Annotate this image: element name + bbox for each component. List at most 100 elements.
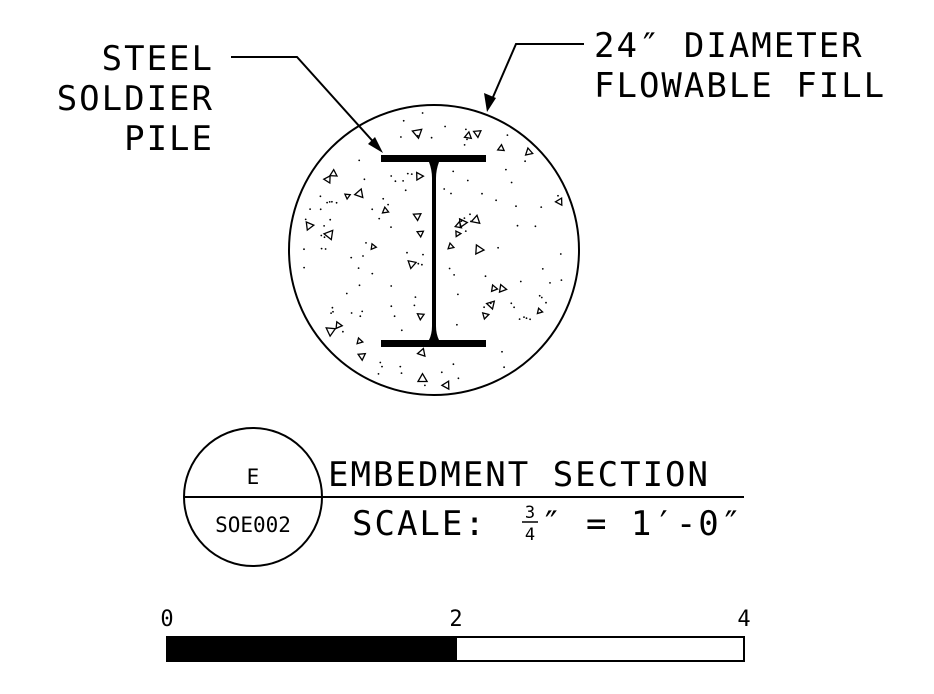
aggregate-dot-62 bbox=[323, 225, 325, 227]
aggregate-dot-87 bbox=[400, 136, 402, 138]
aggregate-triangle-27 bbox=[416, 312, 426, 322]
aggregate-triangle-20 bbox=[325, 327, 337, 338]
pile-label-line3: PILE bbox=[124, 119, 214, 159]
aggregate-dot-27 bbox=[371, 272, 374, 275]
pile-web bbox=[429, 162, 439, 340]
aggregate-dot-57 bbox=[328, 201, 331, 203]
top-flange bbox=[381, 155, 486, 162]
aggregate-dot-93 bbox=[463, 144, 466, 146]
aggregate-dot-5 bbox=[359, 315, 362, 318]
aggregate-triangle-14 bbox=[496, 143, 506, 152]
scale-ratio: ″ = 1′-0″ bbox=[541, 504, 743, 544]
aggregate-dot-22 bbox=[332, 310, 334, 313]
aggregate-triangle-32 bbox=[416, 372, 429, 383]
aggregate-dot-69 bbox=[410, 173, 413, 176]
aggregate-dot-35 bbox=[399, 365, 402, 368]
scale-tick-0: 0 bbox=[160, 607, 173, 632]
aggregate-dot-75 bbox=[303, 248, 305, 251]
aggregate-dot-109 bbox=[390, 305, 393, 308]
aggregate-triangle-10 bbox=[328, 168, 339, 177]
aggregate-dot-51 bbox=[529, 318, 531, 321]
aggregate-dot-31 bbox=[448, 267, 451, 270]
aggregate-dot-94 bbox=[365, 242, 367, 244]
aggregate-dot-110 bbox=[450, 192, 452, 195]
aggregate-dot-25 bbox=[549, 282, 551, 284]
aggregate-dot-107 bbox=[382, 197, 385, 200]
aggregate-dot-114 bbox=[394, 180, 397, 183]
aggregate-triangle-36 bbox=[536, 306, 544, 315]
aggregate-dot-45 bbox=[457, 293, 459, 296]
aggregate-triangle-28 bbox=[490, 283, 499, 293]
aggregate-dot-2 bbox=[559, 253, 562, 255]
aggregate-dot-53 bbox=[465, 128, 467, 131]
aggregate-triangle-18 bbox=[455, 230, 463, 238]
aggregate-dot-104 bbox=[515, 205, 517, 208]
aggregate-dot-64 bbox=[540, 296, 543, 299]
aggregate-dot-37 bbox=[416, 134, 419, 137]
fill-aggregate-pattern bbox=[303, 112, 563, 391]
flowable-fill-circle bbox=[288, 104, 580, 396]
aggregate-dot-108 bbox=[505, 168, 507, 171]
aggregate-dot-29 bbox=[560, 279, 563, 281]
aggregate-dot-13 bbox=[406, 172, 409, 175]
aggregate-dot-74 bbox=[495, 199, 497, 202]
sheet-number: SOE002 bbox=[215, 513, 291, 537]
aggregate-triangle-2 bbox=[472, 129, 482, 139]
aggregate-triangle-22 bbox=[356, 336, 365, 345]
pile-label-line1: STEEL bbox=[102, 39, 214, 79]
aggregate-dot-106 bbox=[381, 365, 383, 368]
pile-label-line2: SOLDIER bbox=[57, 79, 214, 119]
aggregate-dot-95 bbox=[320, 247, 323, 250]
aggregate-dot-47 bbox=[421, 112, 424, 114]
aggregate-dot-100 bbox=[331, 200, 333, 203]
aggregate-dot-105 bbox=[402, 180, 404, 182]
aggregate-dot-30 bbox=[387, 203, 389, 206]
aggregate-triangle-7 bbox=[335, 320, 344, 330]
aggregate-triangle-33 bbox=[440, 380, 450, 391]
aggregate-dot-85 bbox=[390, 285, 393, 287]
graphic-scale-bar: 0 2 4 bbox=[160, 607, 751, 662]
aggregate-dot-23 bbox=[457, 377, 460, 380]
aggregate-dot-48 bbox=[466, 138, 468, 141]
aggregate-dot-97 bbox=[489, 302, 492, 305]
aggregate-dot-14 bbox=[402, 119, 405, 122]
aggregate-triangle-4 bbox=[322, 229, 334, 241]
aggregate-triangle-19 bbox=[416, 347, 426, 358]
aggregate-dot-91 bbox=[501, 350, 503, 353]
aggregate-dot-65 bbox=[393, 315, 396, 318]
aggregate-triangle-29 bbox=[343, 193, 352, 201]
aggregate-dot-63 bbox=[422, 253, 424, 256]
aggregate-dot-54 bbox=[469, 213, 471, 216]
aggregate-dot-24 bbox=[371, 208, 374, 211]
aggregate-dot-98 bbox=[557, 194, 559, 197]
aggregate-dot-38 bbox=[540, 206, 543, 209]
detail-id: E bbox=[247, 465, 260, 489]
bottom-flange bbox=[381, 340, 486, 347]
aggregate-dot-82 bbox=[400, 329, 403, 332]
aggregate-dot-49 bbox=[319, 195, 322, 198]
scale-tick-4: 4 bbox=[737, 607, 750, 632]
aggregate-dot-103 bbox=[481, 192, 483, 195]
aggregate-triangle-15 bbox=[498, 283, 508, 294]
scale-tick-2: 2 bbox=[449, 607, 462, 632]
aggregate-triangle-30 bbox=[412, 212, 422, 222]
aggregate-dot-102 bbox=[358, 159, 361, 162]
aggregate-dot-36 bbox=[503, 366, 505, 369]
aggregate-triangle-17 bbox=[481, 311, 491, 321]
aggregate-dot-60 bbox=[335, 201, 338, 204]
aggregate-triangle-5 bbox=[407, 259, 418, 270]
aggregate-dot-68 bbox=[324, 248, 327, 250]
aggregate-dot-59 bbox=[319, 208, 322, 211]
aggregate-triangle-13 bbox=[415, 230, 425, 239]
aggregate-dot-32 bbox=[329, 218, 332, 221]
fill-label-line2: FLOWABLE FILL bbox=[594, 66, 886, 106]
aggregate-dot-80 bbox=[545, 301, 547, 304]
aggregate-dot-7 bbox=[460, 220, 463, 223]
aggregate-dot-66 bbox=[510, 181, 513, 184]
aggregate-dot-19 bbox=[358, 284, 361, 287]
fill-label-line1: 24″ DIAMETER bbox=[594, 26, 864, 66]
section-title: EMBEDMENT SECTION bbox=[328, 455, 710, 495]
aggregate-dot-56 bbox=[483, 306, 485, 309]
aggregate-dot-44 bbox=[452, 170, 455, 173]
